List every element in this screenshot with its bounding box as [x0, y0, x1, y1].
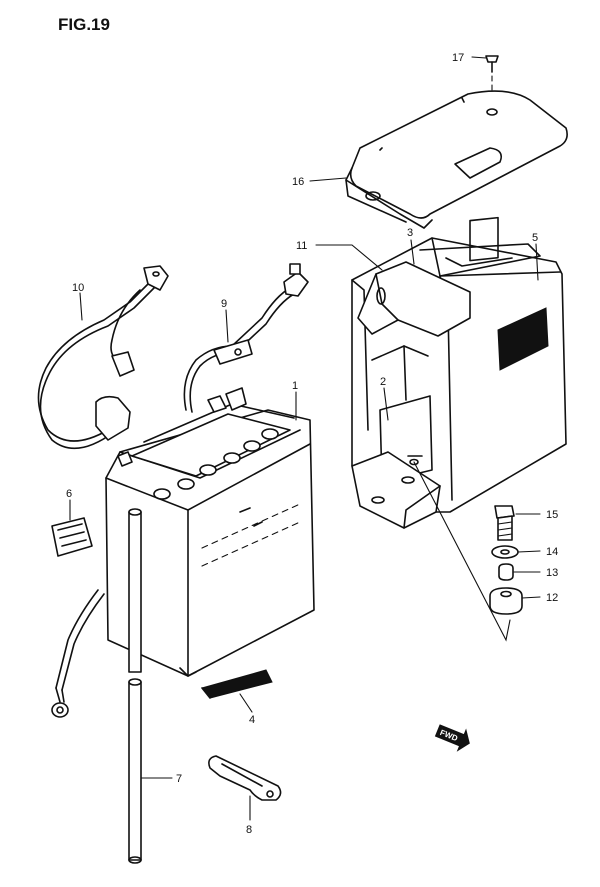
callout-13: 13 [546, 567, 558, 579]
callout-12: 12 [546, 592, 558, 604]
callout-8: 8 [246, 824, 252, 836]
battery-holder [351, 216, 567, 529]
part-16-battery-cover [345, 90, 568, 229]
callout-3: 3 [407, 227, 413, 239]
callout-1: 1 [292, 380, 298, 392]
callout-17: 17 [452, 52, 464, 64]
callout-10: 10 [72, 282, 84, 294]
callout-6: 6 [66, 488, 72, 500]
part-13-collar [498, 563, 514, 581]
callout-2: 2 [380, 376, 386, 388]
part-8-clamp [208, 755, 282, 801]
figure-title: FIG.19 [58, 15, 110, 34]
callout-4: 4 [249, 714, 255, 726]
part-14-washer [491, 545, 519, 559]
part-6-label [51, 517, 93, 557]
callout-5: 5 [532, 232, 538, 244]
part-4-pad [201, 669, 273, 699]
part-1-battery [105, 387, 315, 677]
part-15-bolt [494, 505, 515, 541]
part-7-tube [128, 508, 142, 864]
part-12-cushion [489, 587, 523, 615]
ground-cable [51, 589, 105, 718]
callout-15: 15 [546, 509, 558, 521]
fwd-arrow-icon: FWD [434, 724, 470, 752]
callout-14: 14 [546, 546, 558, 558]
callout-16: 16 [292, 176, 304, 188]
part-9-cable [183, 263, 309, 413]
callouts: 17 16 11 3 5 2 1 9 10 6 15 14 13 [66, 52, 558, 836]
callout-11: 11 [296, 240, 307, 252]
callout-7: 7 [176, 773, 182, 785]
callout-9: 9 [221, 298, 227, 310]
leader-v [413, 461, 511, 642]
part-10-cable [37, 265, 169, 450]
